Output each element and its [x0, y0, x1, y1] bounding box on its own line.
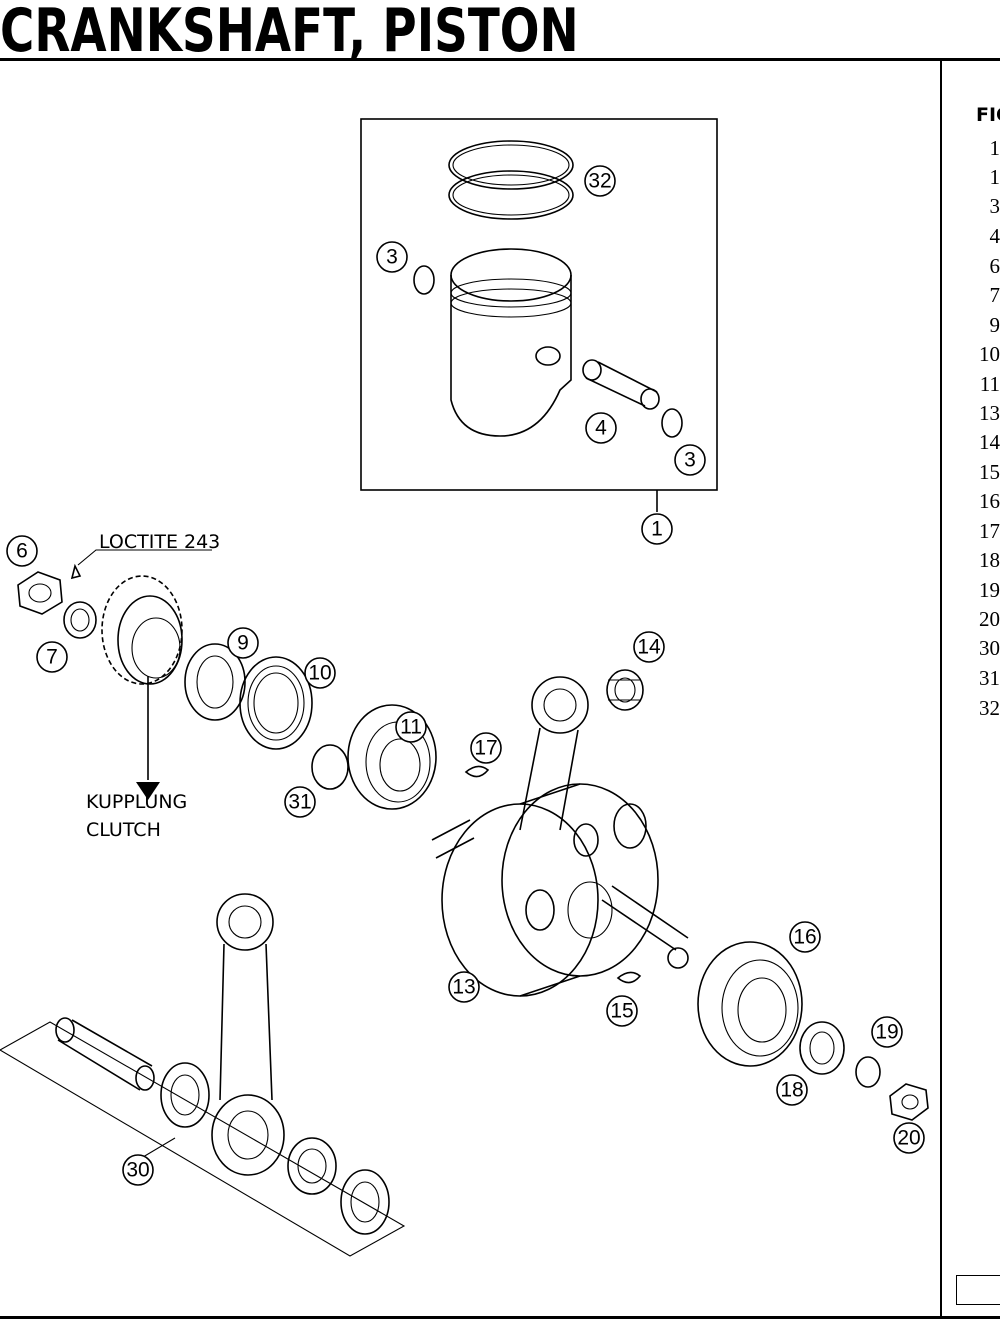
side-panel-box: [956, 1275, 1000, 1305]
callout-1: 1: [641, 513, 673, 545]
list-item: 16: [979, 489, 1000, 513]
svg-text:32: 32: [588, 170, 611, 193]
callout-6: 6: [6, 535, 38, 567]
svg-text:19: 19: [875, 1021, 898, 1044]
side-panel-divider: [940, 60, 942, 1318]
side-panel-header: FIG: [976, 104, 1000, 126]
shaft-seal: [239, 656, 313, 750]
primary-gear: [101, 575, 183, 685]
list-item: 3: [989, 194, 1000, 218]
callout-31: 31: [284, 786, 316, 818]
loctite-note: LOCTITE 243: [99, 531, 220, 553]
list-item: 13: [979, 401, 1000, 425]
callout-15: 15: [606, 995, 638, 1027]
list-item: 4: [989, 224, 1000, 248]
list-item: 18: [979, 548, 1000, 572]
list-item: 9: [989, 313, 1000, 337]
piston-rings: [448, 140, 574, 220]
callout-13: 13: [448, 971, 480, 1003]
svg-text:11: 11: [400, 716, 422, 739]
svg-text:18: 18: [780, 1079, 803, 1102]
washer: [855, 1056, 881, 1088]
list-item: 17: [979, 519, 1000, 543]
list-item: 32: [979, 696, 1000, 720]
kupplung-label: KUPPLUNG: [86, 791, 187, 813]
circlip: [413, 265, 435, 295]
nut: [17, 571, 63, 615]
piston-kit-frame: [360, 118, 718, 491]
exploded-view-drawing: LOCTITE 243 KUPPLUNG CLUTCH 32 3 4 3 1 6…: [0, 118, 929, 1257]
list-item: 20: [979, 607, 1000, 631]
list-item: 1: [989, 165, 1000, 189]
list-item: 6: [989, 254, 1000, 278]
callout-11: 11: [395, 711, 427, 743]
washer: [63, 601, 97, 639]
callout-7: 7: [36, 641, 68, 673]
svg-text:9: 9: [237, 632, 249, 655]
list-item: 19: [979, 578, 1000, 602]
svg-text:20: 20: [897, 1127, 920, 1150]
piston: [450, 248, 572, 437]
svg-text:7: 7: [46, 646, 58, 669]
callout-30: 30: [122, 1154, 154, 1186]
list-item: 15: [979, 460, 1000, 484]
ball-bearing: [347, 704, 437, 810]
list-item: 30: [979, 636, 1000, 660]
woodruff-key: [616, 971, 642, 984]
oil-seal: [184, 643, 246, 721]
svg-text:15: 15: [610, 1000, 633, 1023]
svg-text:16: 16: [793, 926, 816, 949]
page-title: CRANKSHAFT, PISTON: [0, 0, 579, 66]
svg-text:6: 6: [16, 540, 28, 563]
list-item: 7: [989, 283, 1000, 307]
conrod-kit: [0, 893, 406, 1257]
svg-text:3: 3: [684, 449, 696, 472]
list-item: 11: [979, 372, 1000, 396]
list-item: 14: [979, 430, 1000, 454]
svg-text:1: 1: [651, 518, 663, 541]
svg-text:4: 4: [595, 417, 607, 440]
crankshaft: [431, 676, 689, 997]
callout-10: 10: [304, 657, 336, 689]
needle-bearing: [606, 669, 644, 711]
piston-pin: [582, 359, 660, 410]
callout-17: 17: [470, 732, 502, 764]
thrust-washer: [799, 1021, 845, 1075]
callout-4: 4: [585, 412, 617, 444]
list-item: 10: [979, 342, 1000, 366]
svg-text:10: 10: [308, 662, 331, 685]
lock-washer: [70, 563, 82, 580]
callout-19: 19: [871, 1016, 903, 1048]
clutch-label: CLUTCH: [86, 819, 161, 841]
svg-text:31: 31: [288, 791, 311, 814]
bottom-rule: [0, 1316, 1000, 1319]
circlip: [661, 408, 683, 438]
collar-nut: [889, 1083, 929, 1121]
svg-text:14: 14: [637, 636, 661, 659]
callout-3: 3: [674, 444, 706, 476]
svg-text:30: 30: [126, 1159, 149, 1182]
callout-32: 32: [584, 165, 616, 197]
o-ring: [311, 744, 349, 790]
callout-20: 20: [893, 1122, 925, 1154]
callout-16: 16: [789, 921, 821, 953]
list-item: 31: [979, 666, 1000, 690]
callout-3: 3: [376, 241, 408, 273]
roller-bearing: [697, 941, 803, 1067]
callout-18: 18: [776, 1074, 808, 1106]
svg-text:17: 17: [474, 737, 497, 760]
callout-9: 9: [227, 627, 259, 659]
loctite-leader: [77, 549, 212, 566]
woodruff-key: [464, 765, 490, 778]
title-rule: [0, 58, 1000, 61]
svg-text:13: 13: [452, 976, 475, 999]
clutch-arrow-head: [136, 782, 160, 800]
list-item: 1: [989, 136, 1000, 160]
svg-text:3: 3: [386, 246, 398, 269]
callout-14: 14: [633, 631, 665, 663]
